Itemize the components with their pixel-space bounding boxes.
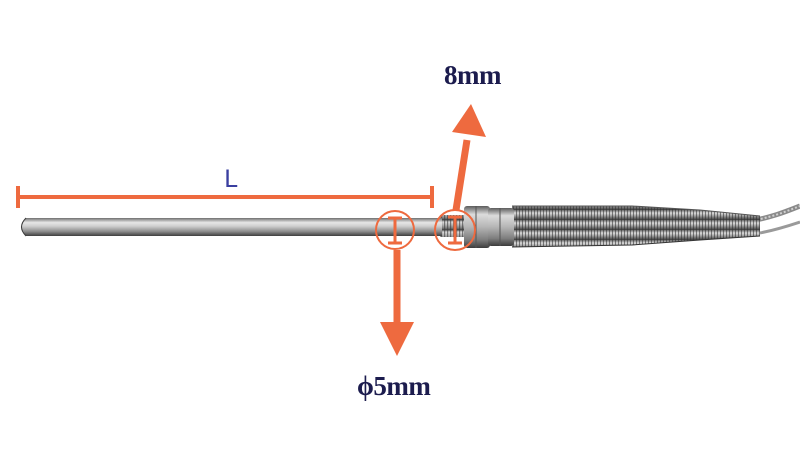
probe-diameter-label: ϕ5mm — [357, 371, 431, 401]
thread-diameter-label: 8mm — [444, 60, 501, 90]
spring-sheath — [511, 205, 761, 248]
probe-diameter-marker — [375, 210, 415, 356]
length-dimension-bar — [16, 186, 434, 208]
length-label: L — [224, 165, 238, 193]
probe-rod — [21, 217, 442, 237]
thread-diameter-marker — [434, 104, 486, 251]
